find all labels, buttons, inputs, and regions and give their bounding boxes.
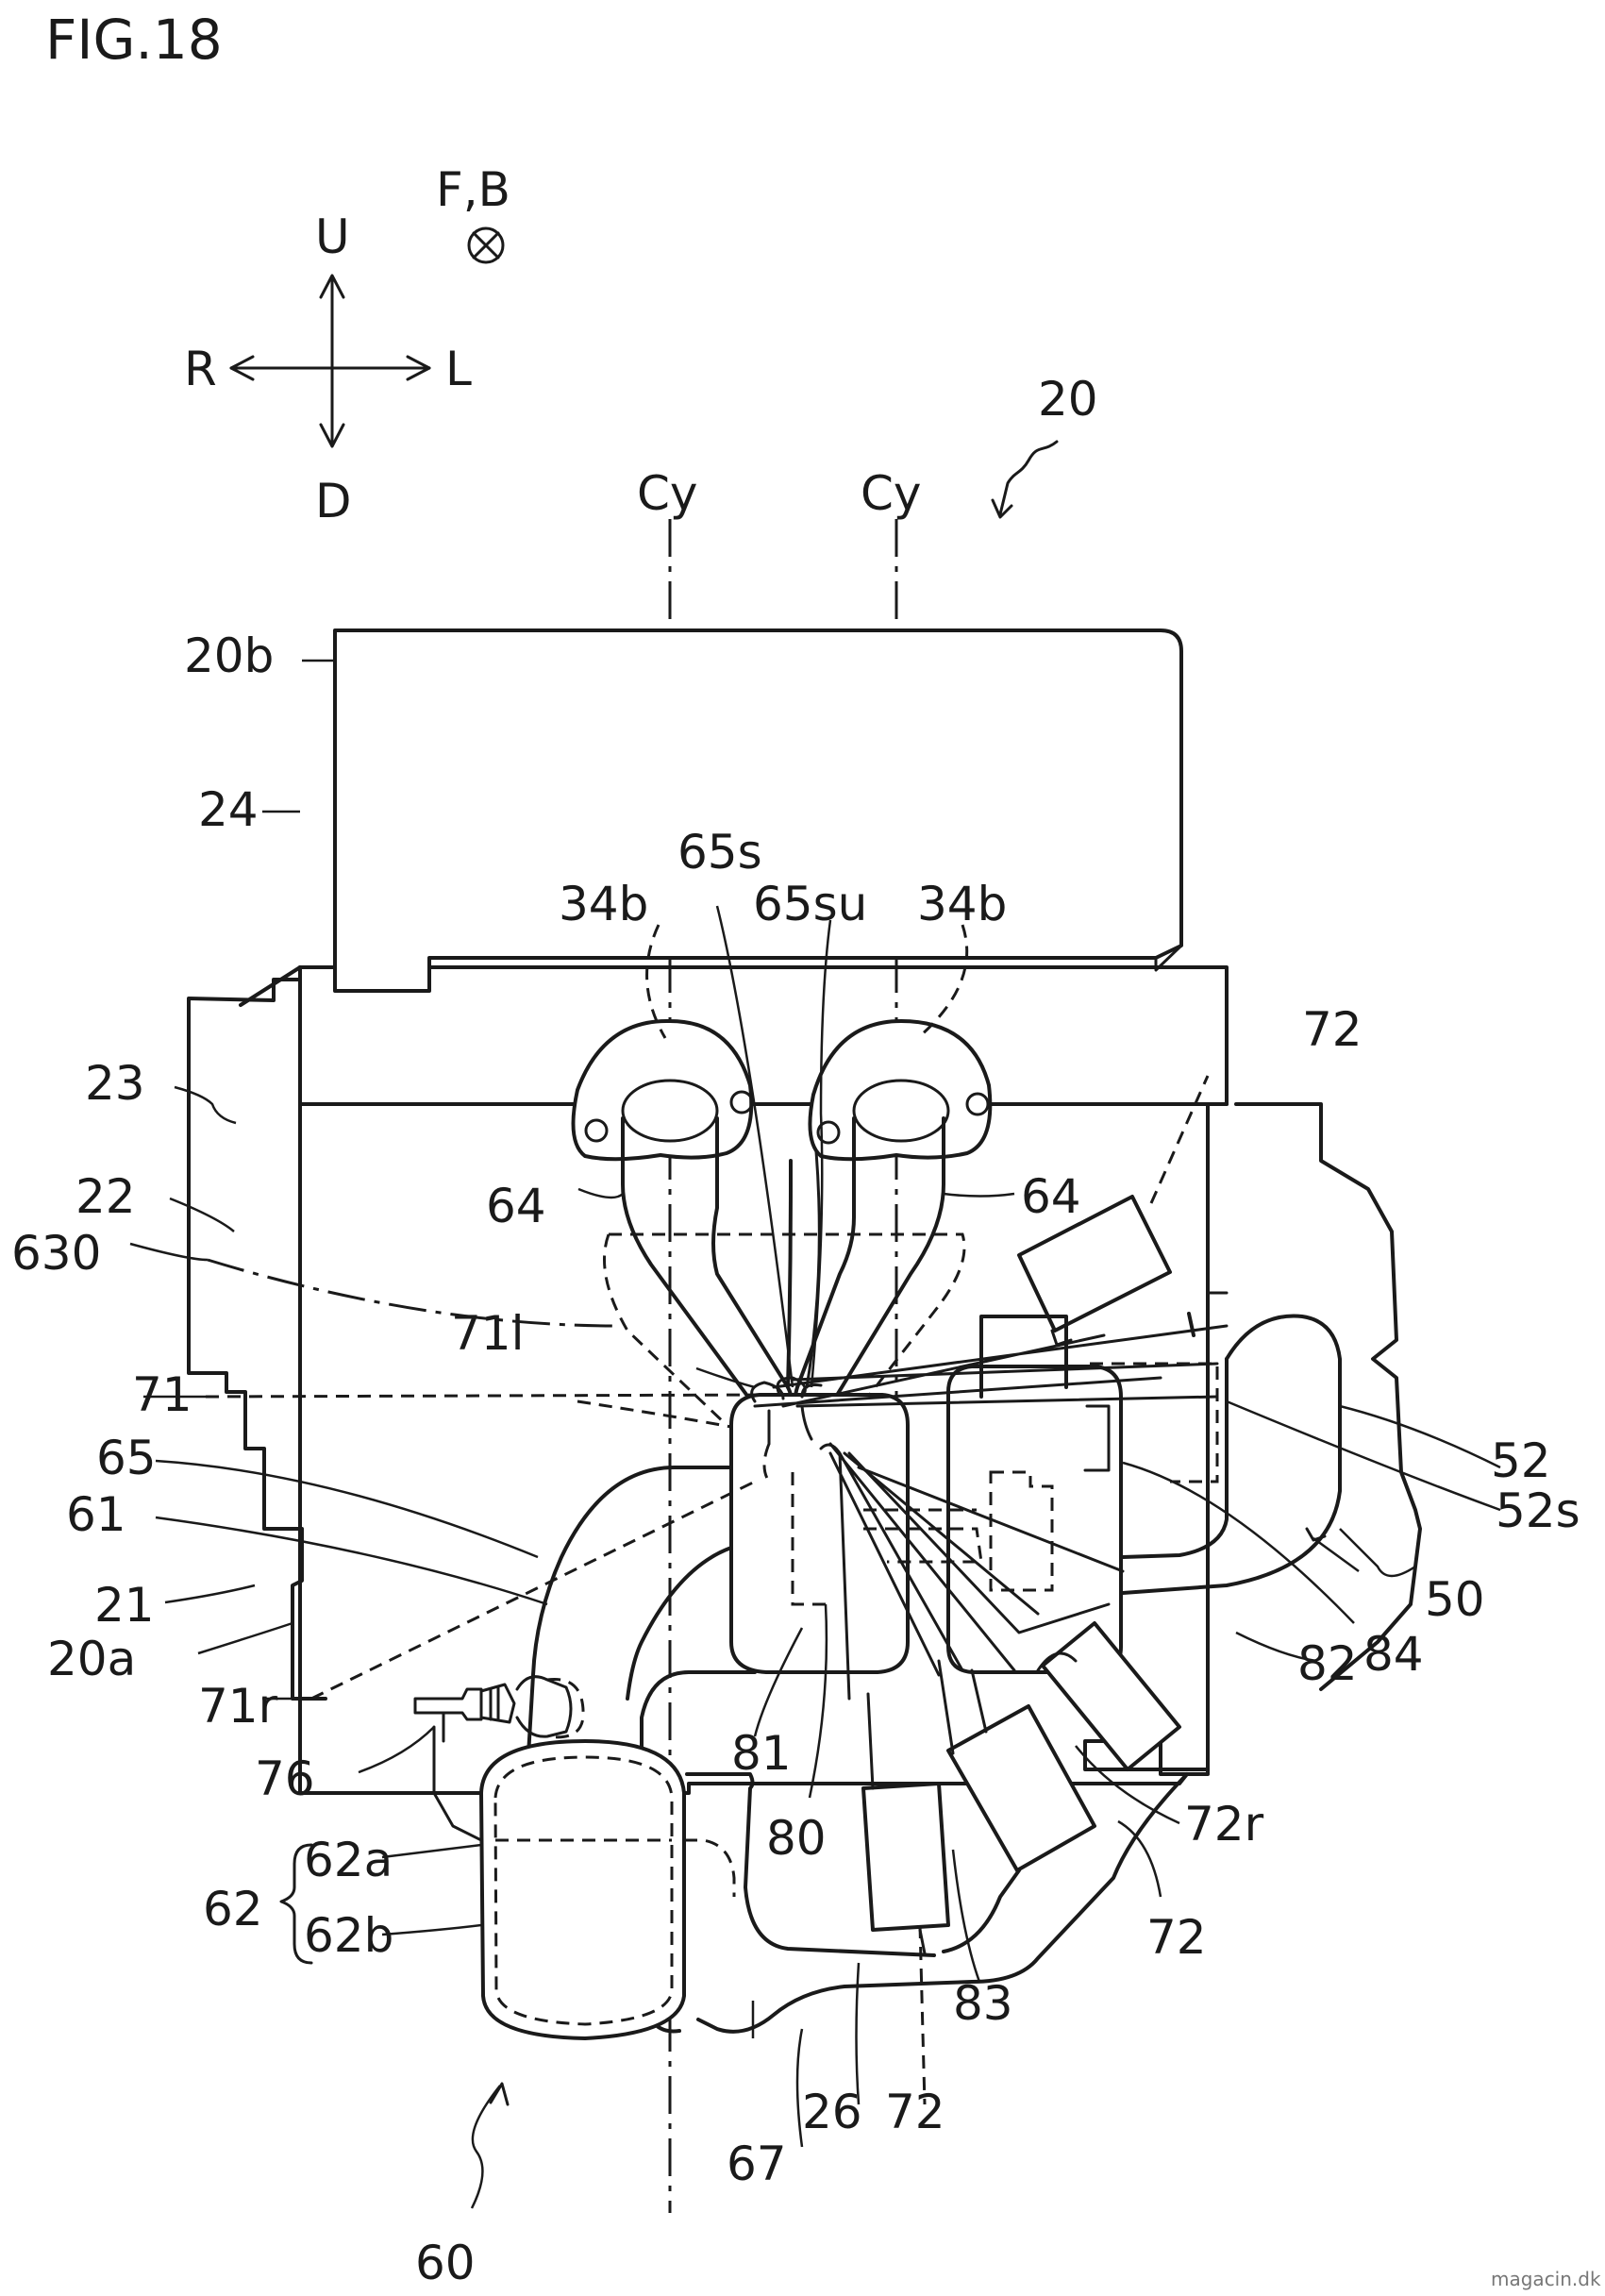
label-60: 60: [415, 2236, 476, 2290]
watermark: magacin.dk: [1491, 2268, 1601, 2290]
muffler-62: [479, 1739, 736, 2040]
label-72-right: 72: [1146, 1910, 1207, 1965]
cylinder-head-cover: [333, 628, 1183, 993]
exhaust-flange-right: [808, 1019, 993, 1162]
engine-body-outline-right: [1234, 1102, 1422, 1691]
label-82: 82: [1297, 1636, 1358, 1691]
label-52s: 52s: [1496, 1483, 1580, 1538]
label-22: 22: [75, 1169, 136, 1224]
label-65su: 65su: [753, 877, 867, 931]
label-65s: 65s: [677, 825, 762, 880]
sensor-72r: [1041, 1621, 1181, 1771]
oxygen-sensor-76: [413, 1675, 585, 1842]
label-71l: 71l: [451, 1306, 525, 1361]
direction-left: L: [445, 342, 472, 396]
label-64-right: 64: [1021, 1169, 1081, 1224]
catalyst-housing-dashed: [603, 1232, 966, 1427]
label-26: 26: [802, 2085, 862, 2139]
label-72r: 72r: [1184, 1797, 1264, 1852]
direction-front-back: F,B: [436, 162, 510, 217]
label-72-bottom: 72: [885, 2085, 945, 2139]
label-80: 80: [766, 1811, 827, 1866]
label-83: 83: [953, 1976, 1013, 2031]
sensor-72-top: [1017, 1075, 1210, 1347]
direction-up: U: [315, 209, 350, 264]
label-84: 84: [1363, 1627, 1424, 1682]
bracket-62: [279, 1843, 313, 1965]
label-52: 52: [1491, 1433, 1551, 1488]
sensor-72-right: [946, 1704, 1096, 1872]
label-71r: 71r: [198, 1679, 278, 1734]
label-20a: 20a: [47, 1632, 136, 1686]
label-62: 62: [203, 1882, 263, 1936]
engine-body-outline-left: [187, 965, 327, 1701]
label-20b: 20b: [184, 628, 274, 683]
label-71: 71: [132, 1367, 192, 1422]
cylinder-axis-label-left: Cy: [637, 466, 698, 521]
label-23: 23: [85, 1056, 145, 1111]
into-page-symbol-icon: [467, 226, 505, 264]
oil-pan-26: [685, 1772, 936, 1957]
direction-right: R: [184, 342, 217, 396]
orientation-compass: U D R L F,B: [184, 162, 510, 528]
label-81: 81: [731, 1726, 792, 1781]
label-50: 50: [1425, 1572, 1485, 1627]
label-62b: 62b: [304, 1908, 393, 1963]
label-24: 24: [198, 782, 259, 837]
label-62a: 62a: [304, 1833, 393, 1887]
label-67: 67: [727, 2137, 787, 2191]
label-21: 21: [94, 1578, 155, 1633]
silencer-chamber: [946, 1365, 1123, 1674]
reference-labels: 20b 24 65s 34b 65su 34b 72 23 64 64 22 6…: [11, 628, 1580, 2290]
exhaust-pipe-left: [621, 1116, 794, 1422]
sensor-72-bottom: [861, 1782, 950, 1932]
label-20: 20: [1038, 372, 1098, 427]
label-630: 630: [11, 1226, 101, 1281]
label-64-left: 64: [486, 1179, 546, 1233]
label-34b-left: 34b: [559, 877, 648, 931]
exhaust-flange-left: [571, 1018, 754, 1162]
direction-down: D: [315, 474, 352, 528]
pipe-52: [1121, 1314, 1342, 1595]
pipe-61: [527, 1466, 733, 1800]
label-76: 76: [255, 1751, 315, 1806]
figure-title: FIG.18: [45, 8, 223, 72]
leader-lines: [129, 659, 1501, 2209]
cylinder-axis-label-right: Cy: [861, 466, 922, 521]
label-34b-right: 34b: [917, 877, 1007, 931]
label-61: 61: [66, 1487, 126, 1542]
label-65: 65: [96, 1431, 157, 1485]
label-72-top: 72: [1302, 1002, 1363, 1057]
exhaust-chamber: [729, 1393, 910, 1674]
